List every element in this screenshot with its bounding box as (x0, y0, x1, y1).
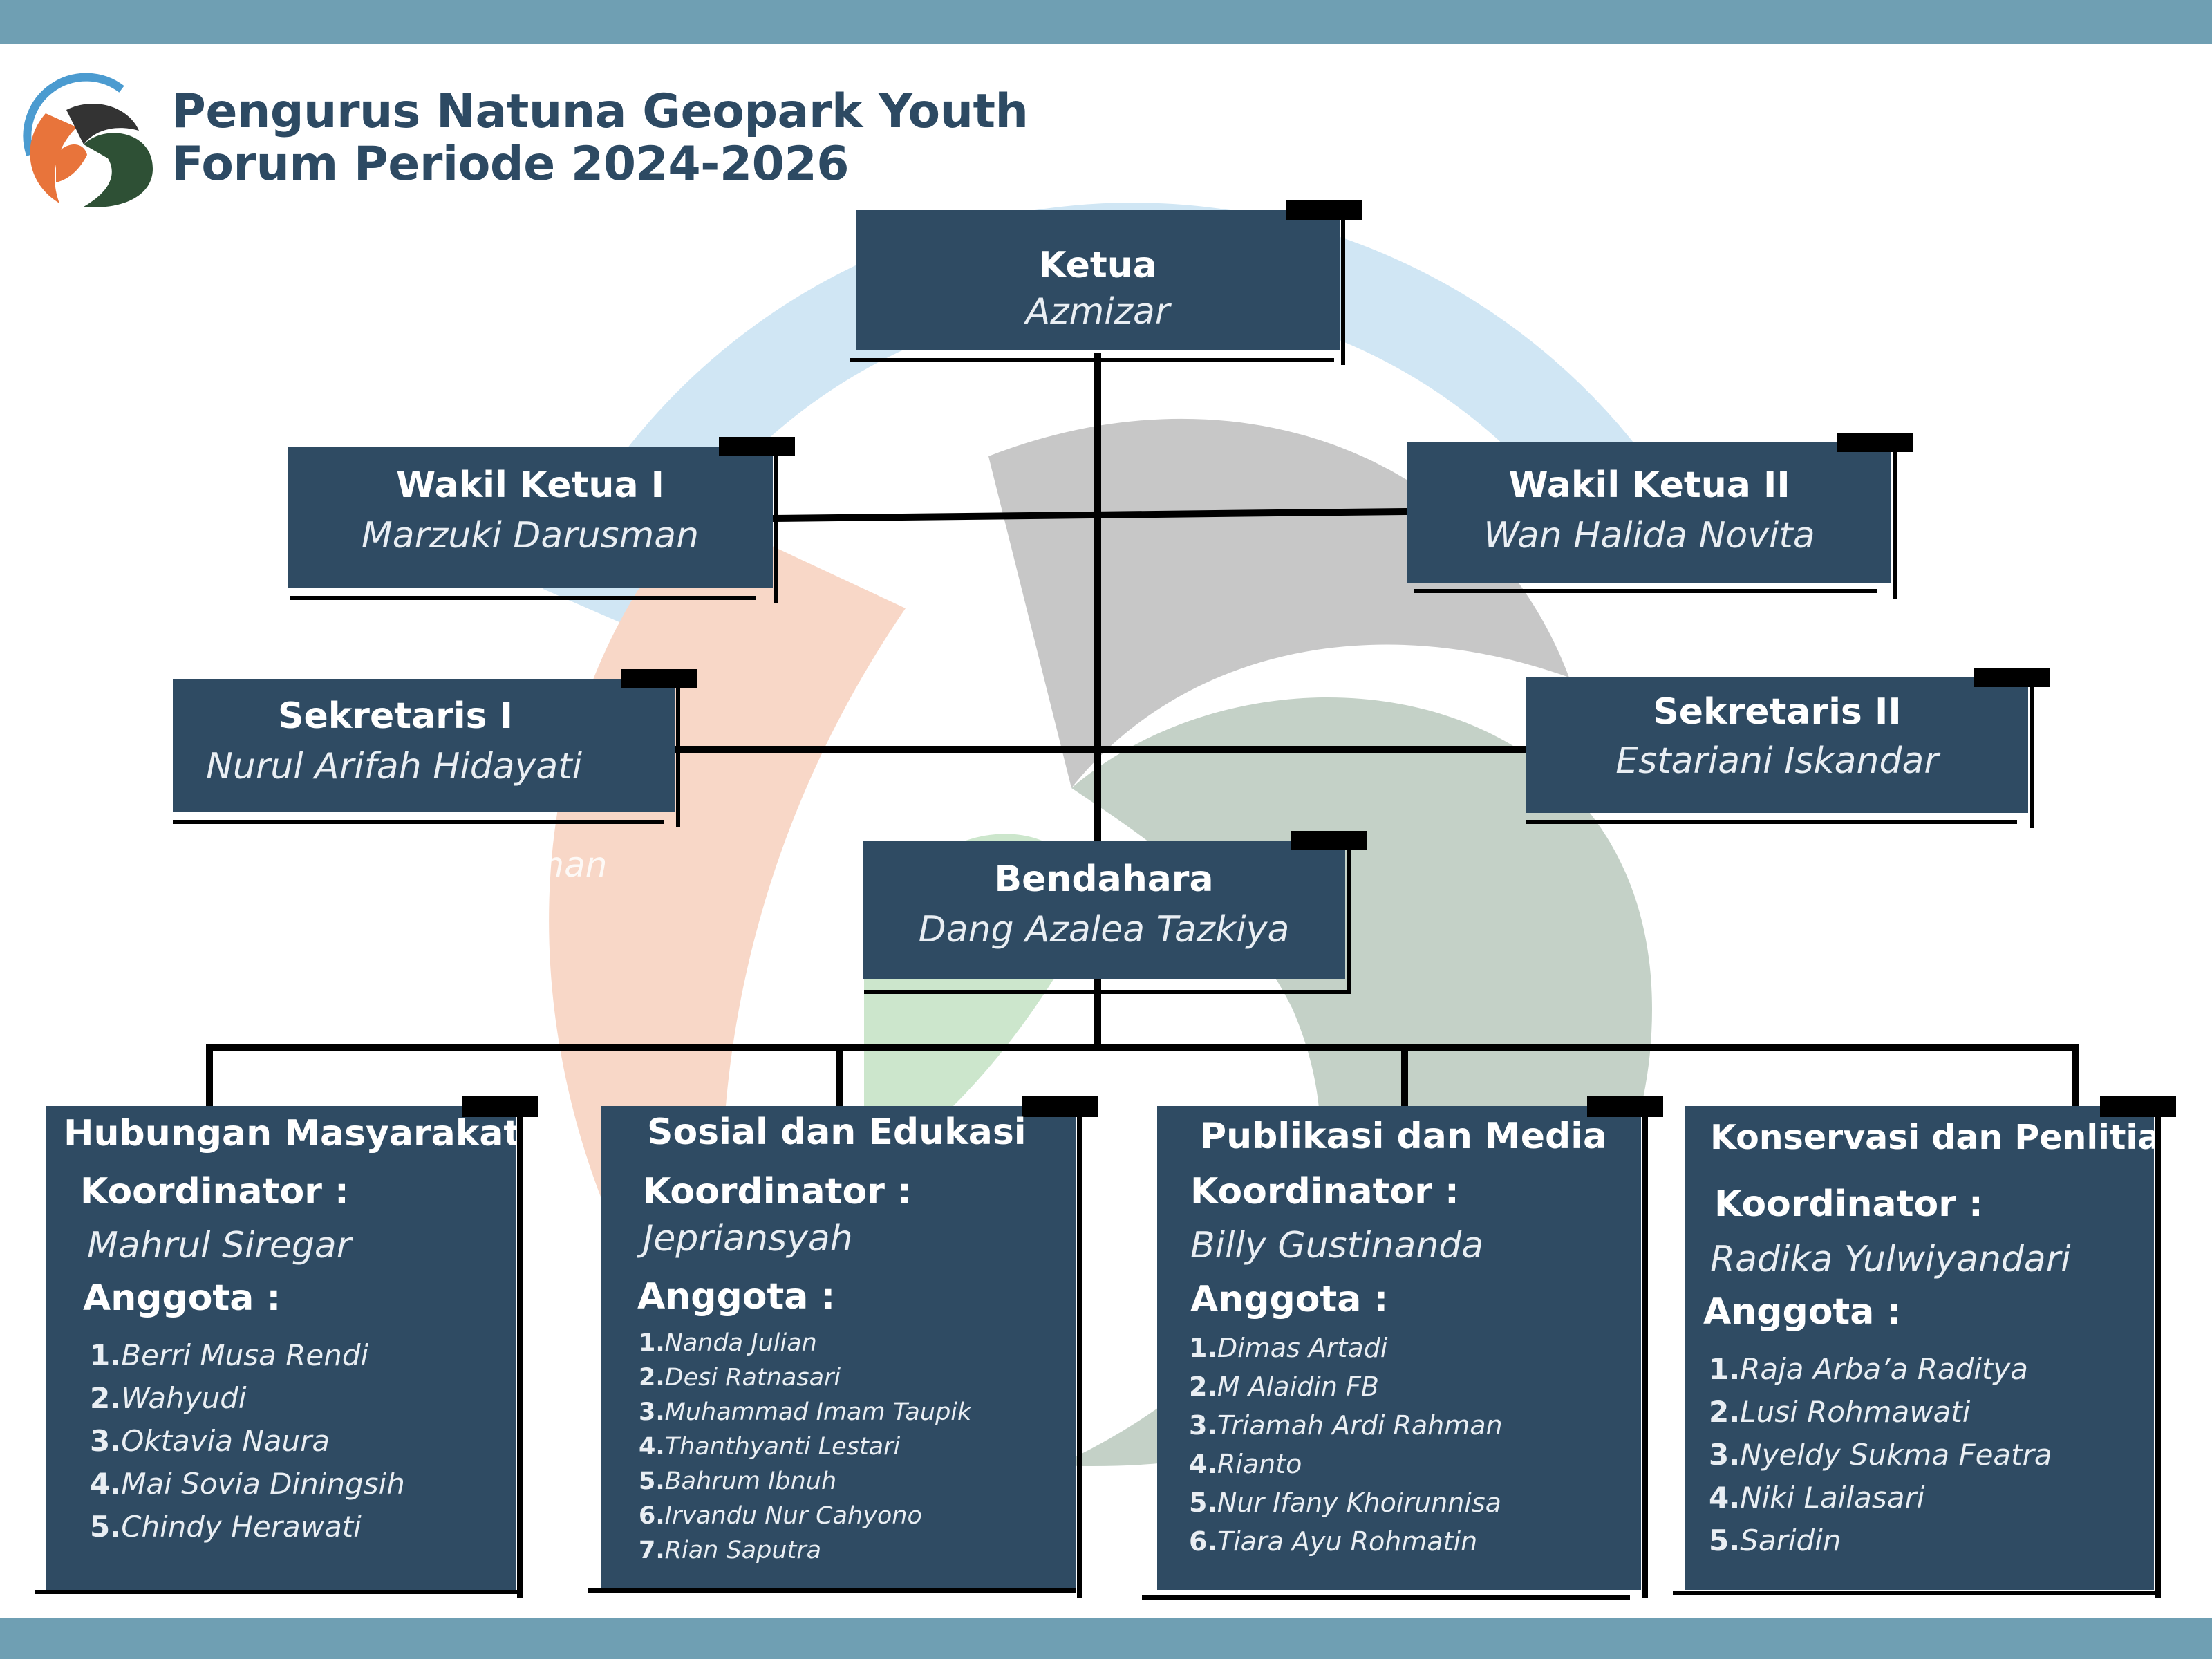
list-item: 3.Muhammad Imam Taupik (639, 1398, 972, 1426)
bendahara-card: Bendahara Dang Azalea Tazkiya (863, 831, 1367, 994)
division-card-sosial: Sosial dan Edukasi Koordinator : Jeprian… (601, 1096, 1098, 1598)
division-card-publikasi: Publikasi dan Media Koordinator : Billy … (1157, 1096, 1663, 1598)
list-item: 2.Desi Ratnasari (639, 1364, 841, 1391)
list-item: 6.Irvandu Nur Cahyono (639, 1502, 922, 1530)
ketua-card: Ketua Azmizar (856, 200, 1362, 365)
division-underline (588, 1588, 1076, 1593)
title-line-1: Pengurus Natuna Geopark Youth (171, 84, 1029, 139)
sekretaris-2-name: Estariani Iskandar (1615, 740, 1939, 782)
list-item: 3.Oktavia Naura (90, 1424, 330, 1458)
wakil-ketua-1-name: Marzuki Darusman (361, 515, 700, 556)
member-list: 1.Raja Arba’a Raditya 2.Lusi Rohmawati 3… (1709, 1348, 2052, 1562)
bendahara-name: Dang Azalea Tazkiya (918, 909, 1290, 950)
coordinator-name: Mahrul Siregar (87, 1225, 352, 1266)
list-item: 2.Lusi Rohmawati (1709, 1395, 1971, 1429)
members-label: Anggota : (1703, 1291, 1902, 1333)
list-item: 4.Niki Lailasari (1709, 1481, 1925, 1515)
geopark-youth-logo-icon (23, 73, 153, 207)
wakil-ketua-1-role: Wakil Ketua I (396, 465, 664, 506)
division-title: Hubungan Masyarakat (64, 1113, 521, 1154)
members-label: Anggota : (637, 1276, 836, 1318)
list-item: 1.Nanda Julian (639, 1329, 817, 1357)
division-card-konservasi: Konservasi dan Penlitian Koordinator : R… (1685, 1096, 2184, 1598)
coordinator-label: Koordinator : (643, 1171, 912, 1212)
list-item: 5.Chindy Herawati (90, 1510, 362, 1544)
members-label: Anggota : (1190, 1279, 1389, 1320)
list-item: 4.Thanthyanti Lestari (639, 1433, 901, 1461)
sekretaris-1-name: Nurul Arifah Hidayati (206, 746, 583, 787)
coordinator-name: Billy Gustinanda (1190, 1225, 1484, 1266)
bendahara-underline (864, 990, 1349, 994)
coordinator-name: Radika Yulwiyandari (1710, 1239, 2071, 1280)
list-item: 3.Nyeldy Sukma Featra (1709, 1438, 2052, 1472)
list-item: 4.Mai Sovia Diningsih (90, 1467, 405, 1501)
list-item: 2.M Alaidin FB (1189, 1371, 1379, 1402)
wakil-ketua-1-card: Wakil Ketua I Marzuki Darusman (288, 437, 795, 603)
division-card-humas: Hubungan Masyarakat Koordinator : Mahrul… (46, 1096, 538, 1598)
list-item: 4.Rianto (1189, 1449, 1302, 1479)
list-item: 1.Raja Arba’a Raditya (1709, 1352, 2029, 1386)
list-item: 5.Bahrum Ibnuh (639, 1468, 837, 1495)
division-title: Publikasi dan Media (1200, 1116, 1608, 1157)
sekretaris-1-card: Sekretaris I Nurul Arifah Hidayati (173, 669, 697, 827)
sekretaris-1-role: Sekretaris I (278, 695, 514, 737)
bendahara-role: Bendahara (994, 859, 1214, 900)
bottom-band (0, 1618, 2212, 1659)
list-item: 1.Dimas Artadi (1189, 1333, 1388, 1363)
page-title: Pengurus Natuna Geopark Youth Forum Peri… (171, 86, 1070, 191)
ghost-text: Darusman (429, 845, 608, 885)
coordinator-label: Koordinator : (1190, 1171, 1459, 1212)
list-item: 6.Tiara Ayu Rohmatin (1189, 1526, 1478, 1557)
wakil-ketua-2-name: Wan Halida Novita (1483, 515, 1815, 556)
division-underline (1673, 1591, 2158, 1595)
division-underline (1142, 1595, 1630, 1600)
member-list: 1.Berri Musa Rendi 2.Wahyudi 3.Oktavia N… (90, 1334, 405, 1548)
coordinator-name: Jepriansyah (643, 1218, 853, 1259)
list-item: 5.Saridin (1709, 1524, 1841, 1557)
sekretaris-1-underline (173, 820, 664, 824)
coordinator-label: Koordinator : (80, 1171, 349, 1212)
list-item: 5.Nur Ifany Khoirunnisa (1189, 1488, 1501, 1518)
members-label: Anggota : (83, 1277, 281, 1319)
wakil-ketua-2-underline (1414, 589, 1877, 593)
division-title: Sosial dan Edukasi (647, 1112, 1027, 1153)
ketua-underline (850, 358, 1334, 362)
list-item: 1.Berri Musa Rendi (90, 1338, 369, 1372)
title-line-2: Forum Periode 2024-2026 (171, 137, 850, 191)
list-item: 3.Triamah Ardi Rahman (1189, 1410, 1503, 1441)
wakil-ketua-1-underline (290, 596, 756, 600)
sekretaris-2-role: Sekretaris II (1653, 691, 1902, 733)
connector-wakil-ketua (772, 508, 1408, 522)
wakil-ketua-2-role: Wakil Ketua II (1508, 465, 1790, 506)
list-item: 7.Rian Saputra (639, 1537, 822, 1564)
list-item: 2.Wahyudi (90, 1381, 247, 1415)
division-underline (35, 1590, 517, 1594)
member-list: 1.Dimas Artadi 2.M Alaidin FB 3.Triamah … (1189, 1329, 1503, 1561)
top-band (0, 0, 2212, 44)
sekretaris-2-underline (1526, 820, 2017, 824)
member-list: 1.Nanda Julian 2.Desi Ratnasari 3.Muhamm… (639, 1326, 971, 1568)
coordinator-label: Koordinator : (1714, 1183, 1983, 1225)
sekretaris-2-card: Sekretaris II Estariani Iskandar (1526, 668, 2050, 828)
division-title: Konservasi dan Penlitian (1710, 1118, 2185, 1157)
wakil-ketua-2-card: Wakil Ketua II Wan Halida Novita (1407, 433, 1913, 599)
ketua-name: Azmizar (1025, 291, 1170, 332)
ketua-role: Ketua (1038, 245, 1157, 286)
